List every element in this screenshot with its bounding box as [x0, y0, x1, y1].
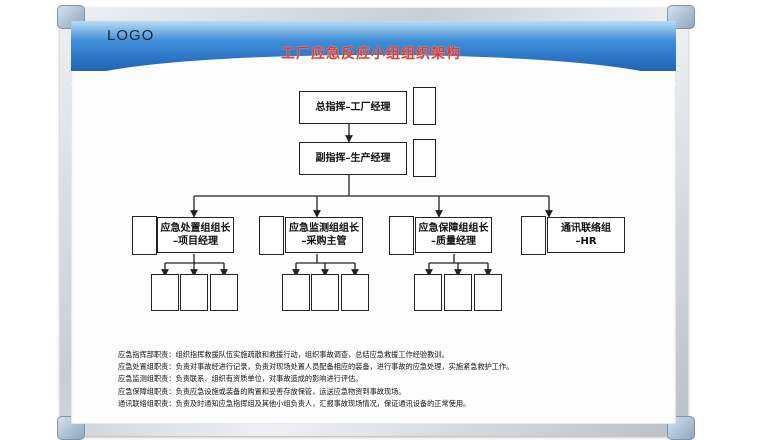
logo: LOGO	[107, 27, 155, 44]
duty-line: 通讯联络组职责：负责及时通知应急指挥组及其他小组负责人，汇报事故现场情况，保证通…	[118, 398, 471, 408]
member-box-g1-3	[210, 274, 238, 311]
chart-title: 工厂应急反应小组组织架构	[281, 46, 461, 62]
member-box-g1-1	[151, 274, 179, 311]
member-box-g1-2	[180, 274, 208, 311]
photo-box-g3	[389, 216, 414, 255]
connector-lines	[161, 124, 553, 277]
header-band	[71, 21, 676, 85]
member-box-g3-1	[414, 274, 442, 311]
node-deputy: 副指挥–生产经理	[299, 142, 407, 175]
node-g1-leader: 应急处置组组长 –项目经理	[157, 217, 234, 253]
member-box-g2-2	[311, 274, 339, 311]
whiteboard: LOGO 工厂应急反应小组组织架构	[71, 21, 676, 424]
member-box-g3-2	[444, 274, 472, 311]
member-box-g3-3	[474, 274, 502, 311]
photo-box-g1	[132, 216, 157, 255]
node-commander: 总指挥–工厂经理	[299, 91, 407, 124]
member-box-g2-1	[282, 274, 310, 311]
photo-box-g4	[521, 216, 546, 255]
duty-line: 应急监测组职责：负责联系、组织有资质单位，对事故造成的影响进行评估。	[118, 374, 363, 384]
photo-box-deputy	[413, 139, 436, 177]
member-box-g2-3	[341, 274, 369, 311]
duties-list: 应急指挥部职责：组织指挥救援队伍实施疏散和救援行动，组织事故调查，总结应急救援工…	[118, 349, 668, 410]
photo-box-g2	[259, 216, 284, 255]
node-g2-leader: 应急监测组组长 –采购主管	[285, 217, 363, 253]
duty-line: 应急保障组职责：负责应急设施或装备的购置和妥善存放保管，运送应急物资到事故现场。	[118, 386, 406, 396]
node-g3-leader: 应急保障组组长 –质量经理	[415, 217, 492, 253]
node-g4-leader: 通讯联络组 –HR	[547, 217, 625, 253]
duty-line: 应急处置组职责：负责对事故经进行记录，负责对现场处置人员配备相应的装备，进行事故…	[118, 362, 514, 372]
duty-line: 应急指挥部职责：组织指挥救援队伍实施疏散和救援行动，组织事故调查，总结应急救援工…	[118, 350, 449, 359]
photo-box-commander	[413, 87, 436, 125]
